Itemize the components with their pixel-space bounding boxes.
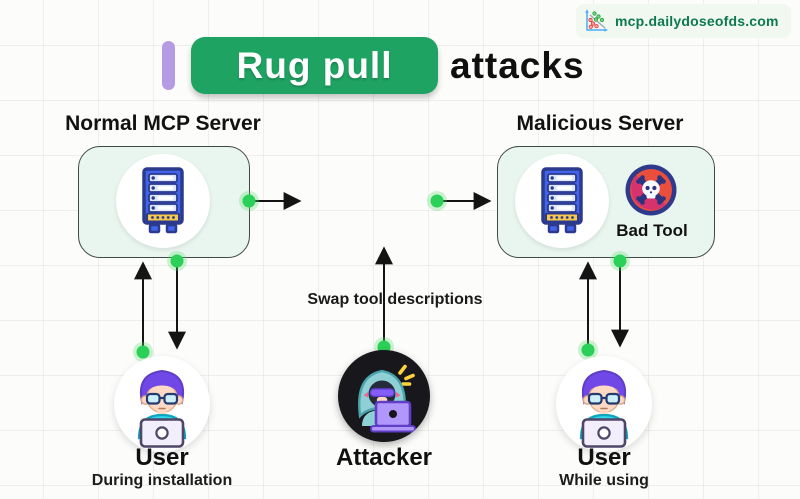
server-rack-icon [135,167,191,235]
bad-tool-label: Bad Tool [616,221,688,240]
scatter-plot-logo-icon [583,8,609,34]
user-avatar-icon [556,356,652,452]
attacker-label: Attacker [335,444,433,471]
user-install-sublabel: During installation [91,472,233,489]
title-highlight-chip: Rug pull [191,37,438,94]
user-install-label: User [135,444,189,471]
title-accent-bar [162,41,175,90]
user-using-sublabel: While using [559,472,649,489]
skull-crossbones-icon [624,163,678,217]
title-highlight-text: Rug pull [236,44,393,86]
swap-tool-descriptions-annotation: Swap tool descriptions [307,291,483,308]
normal-server-label: Normal MCP Server [65,112,261,135]
malicious-server-label: Malicious Server [516,112,684,135]
brand-site-label: mcp.dailydoseofds.com [615,13,779,29]
normal-server-icon-circle [116,154,210,248]
user-avatar-icon [114,356,210,452]
brand-badge: mcp.dailydoseofds.com [576,4,791,38]
title-rest-text: attacks [450,44,585,86]
hooded-hacker-icon [338,350,430,442]
server-rack-icon [534,167,590,235]
user-using-label: User [577,444,631,471]
connector-dot [427,191,447,211]
malicious-server-icon-circle [515,154,609,248]
